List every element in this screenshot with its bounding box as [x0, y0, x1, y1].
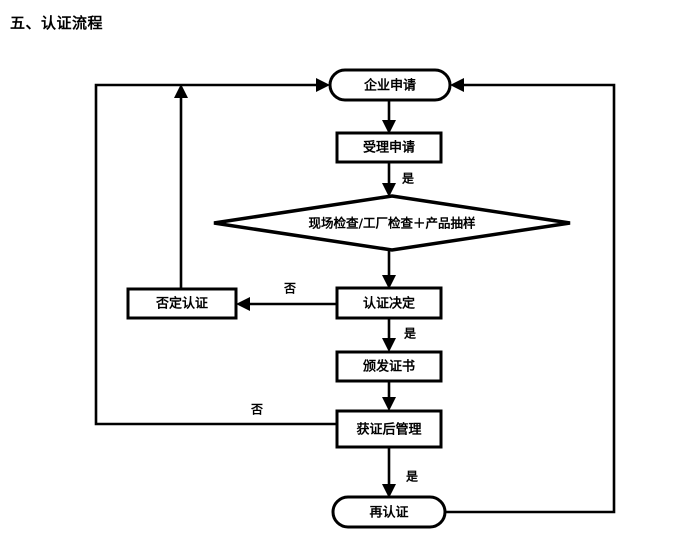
- node-post-certification-management[interactable]: 获证后管理: [335, 409, 443, 449]
- edge-label-yes-post-recert: 是: [405, 470, 419, 484]
- node-label-recertification: 再认证: [369, 505, 408, 521]
- node-shape-rect: [126, 287, 238, 320]
- edge-accept-to-inspect: [382, 162, 396, 197]
- edges-layer: [94, 78, 616, 514]
- edge-label-no-decide-reject: 否: [283, 282, 296, 296]
- node-label-negative-certification: 否定认证: [155, 296, 208, 312]
- edge-decide-to-issue: [382, 318, 396, 352]
- node-enterprise-application[interactable]: 企业申请: [328, 68, 452, 102]
- edge-apply-to-accept: [382, 100, 396, 134]
- edge-labels-layer: 是 否 是 否 是: [250, 172, 419, 484]
- edge-inspect-to-decide: [382, 250, 396, 289]
- node-label-enterprise-application: 企业申请: [363, 78, 416, 94]
- node-label-certification-decision: 认证决定: [363, 296, 415, 312]
- edge-postmanage-to-apply: [94, 78, 337, 426]
- node-shape-rect: [335, 131, 443, 164]
- node-shape-rect: [335, 409, 443, 449]
- node-label-post-certification-management: 获证后管理: [356, 422, 421, 438]
- node-label-onsite-inspection: 现场检查/工厂检查＋产品抽样: [308, 216, 476, 231]
- edge-postmanage-to-recert: [382, 447, 396, 498]
- node-shape-stadium: [328, 68, 452, 102]
- node-shape-diamond: [213, 194, 571, 252]
- node-shape-rect: [335, 286, 443, 320]
- edge-label-yes-accept-inspect: 是: [401, 172, 415, 186]
- node-shape-stadium: [331, 495, 447, 529]
- page-title: 五、认证流程: [10, 14, 104, 32]
- edge-issue-to-postmanage: [382, 381, 396, 411]
- edge-label-no-postmanage-back: 否: [250, 403, 263, 417]
- node-recertification[interactable]: 再认证: [331, 495, 447, 529]
- edge-reject-to-apply: [174, 84, 188, 289]
- node-issue-certificate[interactable]: 颁发证书: [335, 350, 443, 383]
- node-label-issue-certificate: 颁发证书: [363, 359, 415, 375]
- node-certification-decision[interactable]: 认证决定: [335, 286, 443, 320]
- nodes-layer: 企业申请 受理申请 现场检查/工厂检查＋产品抽样 认证决定 否定认证: [126, 68, 571, 529]
- edge-label-yes-decide-issue: 是: [403, 327, 417, 341]
- edge-recert-to-apply: [445, 78, 616, 514]
- node-onsite-inspection[interactable]: 现场检查/工厂检查＋产品抽样: [213, 194, 571, 252]
- edge-decide-to-reject: [236, 297, 337, 311]
- node-negative-certification[interactable]: 否定认证: [126, 287, 238, 320]
- node-label-accept-application: 受理申请: [363, 140, 415, 156]
- node-accept-application[interactable]: 受理申请: [335, 131, 443, 164]
- node-shape-rect: [335, 350, 443, 383]
